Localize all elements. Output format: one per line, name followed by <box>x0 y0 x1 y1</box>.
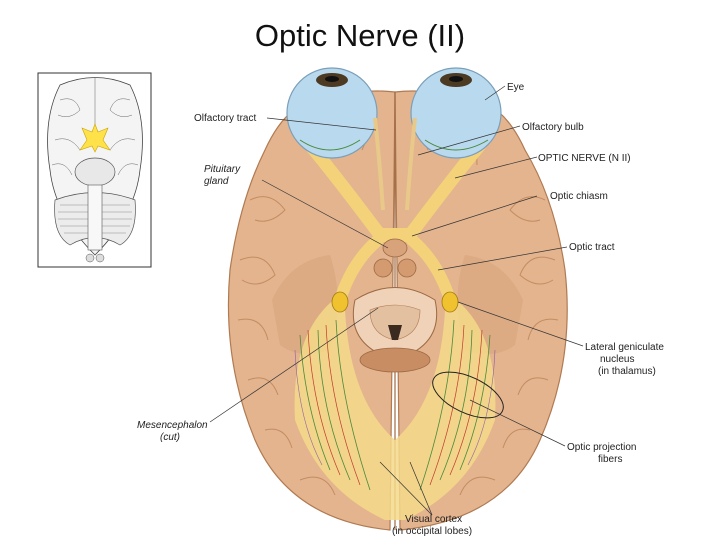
label-lgn-line2: nucleus <box>600 354 634 365</box>
label-olfactory-bulb: Olfactory bulb <box>522 122 584 133</box>
eyes <box>286 67 502 159</box>
projection-fiber-outline <box>432 371 504 419</box>
label-optic-chiasm: Optic chiasm <box>550 191 608 202</box>
label-lgn-line1: Lateral geniculate <box>585 342 664 353</box>
label-mesencephalon-line2: (cut) <box>160 432 180 443</box>
slide-title: Optic Nerve (II) <box>254 18 466 53</box>
label-optic-tract: Optic tract <box>569 242 615 253</box>
lateral-geniculate-left <box>331 291 349 313</box>
label-pituitary-line2: gland <box>204 176 229 187</box>
label-optic-nerve: OPTIC NERVE (N II) <box>538 153 631 164</box>
label-projection-line2: fibers <box>598 454 622 465</box>
label-olfactory-tract: Olfactory tract <box>194 113 256 124</box>
label-eye: Eye <box>507 82 525 93</box>
label-projection-line1: Optic projection <box>567 442 636 453</box>
label-mesencephalon-line1: Mesencephalon <box>137 420 208 431</box>
left-olfactory-tract <box>373 117 385 211</box>
leader-lines <box>209 85 584 516</box>
label-pituitary-line1: Pituitary <box>204 164 241 175</box>
right-eyeball <box>410 67 502 159</box>
right-olfactory-tract <box>405 117 417 211</box>
lateral-geniculate-right <box>441 291 459 313</box>
brainstem <box>352 238 438 373</box>
inset-chiasm-highlight <box>79 123 111 153</box>
label-lgn-line3: (in thalamus) <box>598 366 656 377</box>
label-visual-cortex-line2: (in occipital lobes) <box>392 526 472 537</box>
left-eyeball <box>286 67 378 159</box>
label-visual-cortex-line1: Visual cortex <box>405 514 462 525</box>
inset-thumbnail <box>37 72 152 268</box>
